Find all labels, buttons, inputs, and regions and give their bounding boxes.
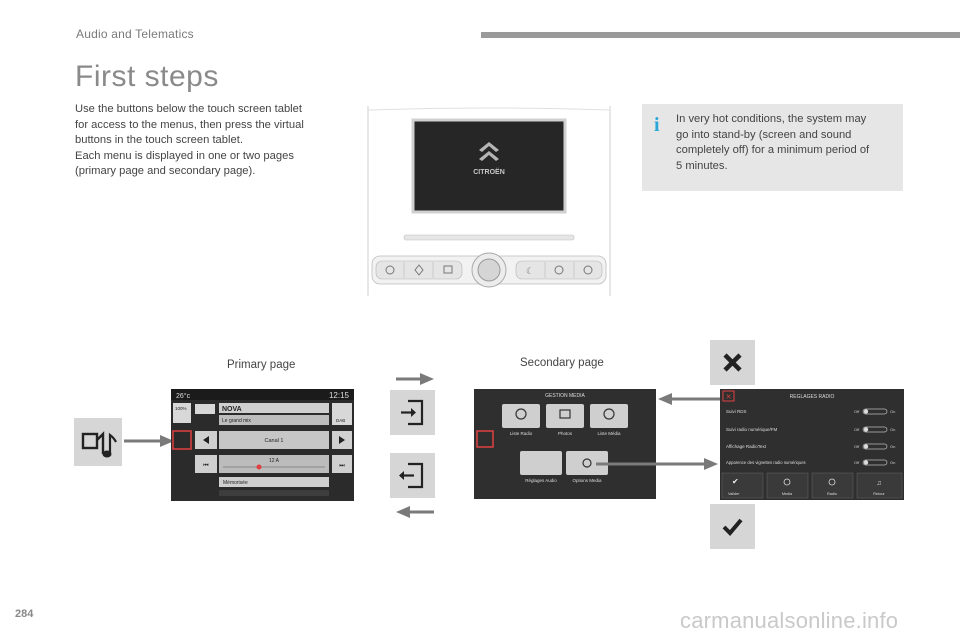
radio-setting-on: On [890, 444, 895, 449]
screen-channel: Canal 1 [265, 438, 284, 444]
media-note-icon [81, 431, 117, 458]
radio-tab-label: Valider [728, 492, 740, 496]
radio-setting-label: Suivi radio numérique/FM [726, 427, 778, 432]
intro-line: (primary page and secondary page). [75, 165, 256, 178]
media-button-label: Liste Radio [510, 431, 533, 436]
arrow-right-icon [124, 435, 174, 447]
info-box: i In very hot conditions, the system may… [642, 104, 903, 191]
media-button[interactable] [74, 418, 122, 466]
screen-station: NOVA [222, 406, 242, 413]
info-line: 5 minutes. [676, 159, 728, 172]
info-text: In very hot conditions, the system may g… [676, 112, 896, 174]
info-line: go into stand-by (screen and sound [676, 128, 852, 141]
page-number: 284 [15, 608, 34, 620]
arrow-right-icon [596, 458, 718, 470]
screen-subtitle: Le grand mix [222, 418, 251, 424]
radio-tab-label: Retour [873, 492, 885, 496]
brand-text: CITROËN [473, 168, 505, 176]
info-line: In very hot conditions, the system may [676, 113, 867, 125]
screen-frequency: 12 A [269, 458, 280, 464]
screen-badge-left: 100% [175, 406, 187, 411]
dashboard-illustration: CITROËN ☾ [367, 106, 611, 296]
primary-page-label: Primary page [227, 359, 296, 371]
next-page-button[interactable] [390, 390, 435, 435]
radio-setting-label: Suivi RDS [726, 409, 747, 414]
arrow-left-icon [396, 506, 434, 518]
close-button[interactable] [710, 340, 755, 385]
radio-tab-label: Media [782, 492, 793, 496]
radio-setting-on: On [890, 460, 895, 465]
arrow-right-icon [396, 373, 434, 385]
radio-setting-on: On [890, 409, 895, 414]
page-title: First steps [75, 60, 219, 93]
secondary-page-label: Secondary page [520, 357, 604, 369]
section-title: Audio and Telematics [76, 27, 194, 41]
radio-settings-title: REGLAGES RADIO [790, 394, 835, 400]
enter-page-icon [401, 399, 424, 426]
info-line: completely off) for a minimum period of [676, 144, 870, 157]
intro-line: buttons in the touch screen tablet. [75, 134, 243, 147]
info-icon: i [654, 114, 660, 136]
radio-setting-off: Off [854, 427, 860, 432]
media-screen-title: GESTION MEDIA [545, 393, 585, 399]
radio-setting-off: Off [854, 409, 860, 414]
intro-line: Use the buttons below the touch screen t… [75, 103, 303, 115]
primary-page-screen: 26°c 12:15 100% NOVA Le grand mix DAB Ca… [171, 389, 354, 501]
intro-line: Each menu is displayed in one or two pag… [75, 149, 294, 162]
radio-tab-label: Radio [827, 492, 837, 496]
header-bar [481, 32, 960, 38]
arrow-left-icon [658, 393, 720, 405]
close-icon [723, 353, 742, 372]
exit-page-icon [399, 462, 424, 489]
intro-line: for access to the menus, then press the … [75, 118, 304, 131]
media-button-label: Photos [558, 431, 573, 436]
intro-text: Use the buttons below the touch screen t… [75, 102, 340, 180]
radio-setting-label: Affichage RadioText [726, 444, 767, 449]
screen-memory: Mémorisée [223, 480, 248, 486]
radio-settings-screen: ✕ REGLAGES RADIO Suivi RDS Off On Suivi … [720, 389, 904, 500]
svg-text:✔: ✔ [732, 477, 739, 486]
previous-page-button[interactable] [390, 453, 435, 498]
checkmark-icon [722, 518, 743, 536]
radio-setting-on: On [890, 427, 895, 432]
radio-setting-label: Apparence des vignettes radio numériques [726, 460, 806, 465]
media-management-screen: GESTION MEDIA Liste Radio Photos Liste M… [474, 389, 656, 499]
radio-setting-off: Off [854, 444, 860, 449]
svg-text:♫: ♫ [876, 480, 881, 487]
radio-setting-off: Off [854, 460, 860, 465]
screen-time: 12:15 [329, 391, 350, 400]
watermark: carmanualsonline.info [680, 608, 899, 633]
screen-dab: DAB [336, 418, 345, 423]
media-button-label: Liste Média [597, 431, 621, 436]
svg-text:☾: ☾ [526, 266, 534, 276]
screen-temperature: 26°c [176, 392, 191, 400]
svg-text:✕: ✕ [726, 394, 732, 401]
svg-text:⏭: ⏭ [339, 463, 345, 469]
media-button-label: Réglages Audio [525, 478, 557, 483]
media-button-label: Options Media [572, 478, 602, 483]
svg-text:⏮: ⏮ [203, 463, 209, 469]
validate-button[interactable] [710, 504, 755, 549]
